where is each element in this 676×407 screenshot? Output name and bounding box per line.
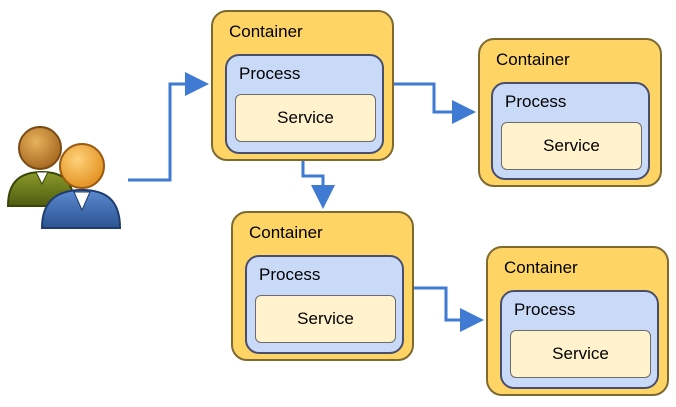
process-label: Process — [514, 300, 576, 319]
container-2[interactable]: Container Process Service — [478, 38, 662, 187]
service-box[interactable]: Service — [235, 94, 376, 142]
process-box[interactable]: Process Service — [225, 54, 384, 154]
container-label: Container — [504, 258, 578, 277]
process-box[interactable]: Process Service — [491, 82, 650, 180]
users-icon — [6, 126, 122, 229]
container-label: Container — [229, 22, 303, 41]
process-box[interactable]: Process Service — [245, 255, 404, 354]
service-box[interactable]: Service — [255, 295, 396, 343]
container-1[interactable]: Container Process Service — [211, 10, 394, 161]
container-3[interactable]: Container Process Service — [231, 211, 414, 361]
process-box[interactable]: Process Service — [500, 290, 659, 389]
container-label: Container — [496, 50, 570, 69]
service-box[interactable]: Service — [501, 122, 642, 170]
process-label: Process — [239, 64, 301, 83]
process-label: Process — [505, 92, 567, 111]
arrow-container-3-to-container-4 — [414, 286, 484, 332]
container-label: Container — [249, 223, 323, 242]
service-box[interactable]: Service — [510, 330, 651, 378]
user-front — [40, 143, 122, 229]
arrow-container-1-to-container-3 — [301, 160, 335, 209]
arrow-container-1-to-container-2 — [394, 82, 476, 124]
container-4[interactable]: Container Process Service — [486, 246, 669, 396]
arrow-users-to-container-1 — [128, 72, 209, 182]
process-label: Process — [259, 265, 321, 284]
